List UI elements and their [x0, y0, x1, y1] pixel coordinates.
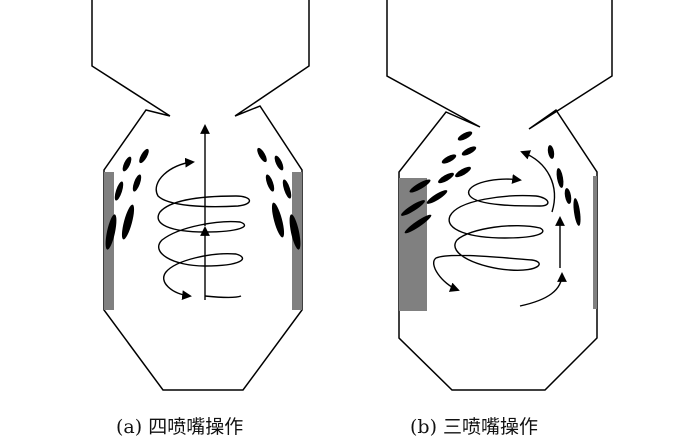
up-arrow-icon: [520, 150, 556, 213]
panel-b-caption: (b) 三喷嘴操作: [410, 416, 539, 438]
vortex-bottom-flow: [519, 272, 567, 307]
vortex-tail-a: [204, 295, 242, 299]
reactor-outline-a: [91, 0, 310, 391]
flame-jet-icon: [547, 145, 581, 226]
wall-deposit-left-b: [399, 178, 427, 311]
flame-jet-icon: [105, 148, 149, 250]
wall-deposit-right-b: [593, 176, 597, 309]
panel-a-caption: (a) 四喷嘴操作: [116, 416, 244, 438]
panel-b-diagram: [386, 0, 613, 391]
flame-jet-icon: [257, 147, 301, 250]
vortex-flow-icon: [155, 157, 251, 300]
panel-a-diagram: [91, 0, 310, 391]
vortex-flow-icon: [433, 174, 549, 292]
reactor-outline-b: [386, 0, 613, 391]
